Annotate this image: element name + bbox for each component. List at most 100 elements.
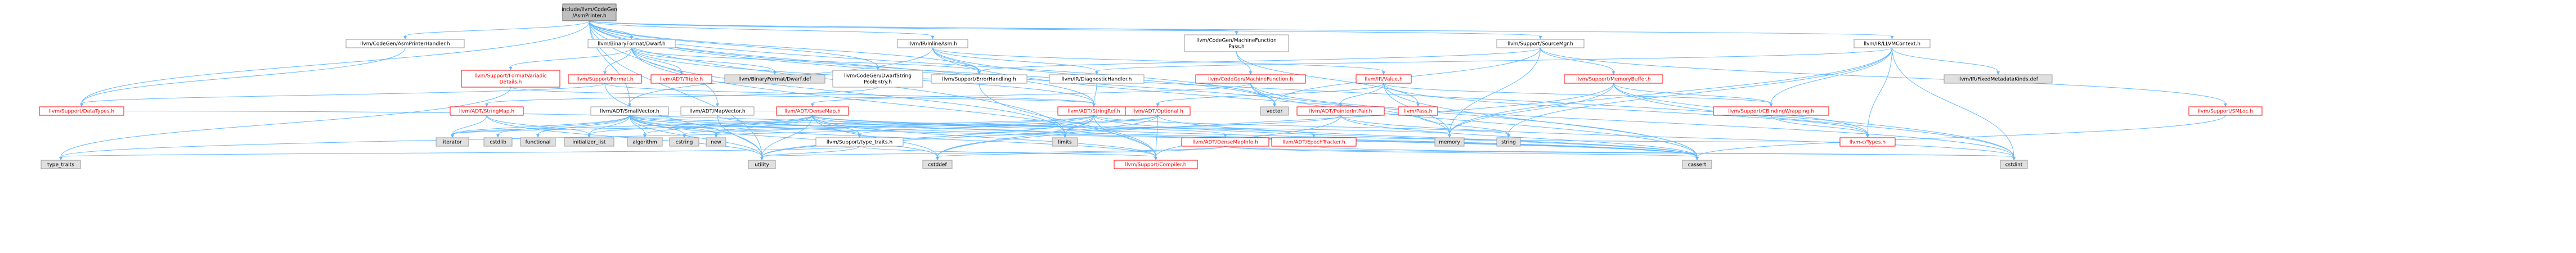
node-label: llvm/ADT/DenseMap.h xyxy=(784,109,841,115)
edge-arrowhead xyxy=(1235,31,1238,35)
node-box xyxy=(1398,106,1438,116)
node-label: initializer_list xyxy=(573,140,606,146)
node-box xyxy=(1496,39,1585,48)
node-diaghandler[interactable]: llvm/IR/DiagnosticHandler.h xyxy=(1049,74,1145,84)
node-datatypes[interactable]: llvm/Support/DataTypes.h xyxy=(39,106,124,116)
edge-value-to-ptrint xyxy=(1340,83,1384,104)
edge-arrowhead xyxy=(1339,103,1343,107)
node-label: llvm/ADT/SmallVector.h xyxy=(600,109,659,115)
edge-arrowhead xyxy=(773,71,777,75)
edge-pass-to-string xyxy=(1417,115,1509,135)
edge-arrowhead xyxy=(1223,134,1227,138)
node-box xyxy=(627,137,663,147)
node-densemap[interactable]: llvm/ADT/DenseMap.h xyxy=(776,106,849,116)
edge-root-to-inlineasm xyxy=(589,20,933,37)
node-mapvector[interactable]: llvm/ADT/MapVector.h xyxy=(680,106,755,116)
node-errh[interactable]: llvm/Support/ErrorHandling.h xyxy=(931,74,1027,84)
node-box xyxy=(450,106,524,116)
node-label: llvm/IR/Value.h xyxy=(1365,77,1402,83)
node-epoch[interactable]: llvm/ADT/EpochTracker.h xyxy=(1271,137,1357,147)
edge-densemap-to-iterator xyxy=(452,115,813,135)
edge-densemap-to-initlist xyxy=(589,115,813,135)
node-label: llvm/CodeGen/MachineFunction.h xyxy=(1208,77,1293,83)
node-llvmctx[interactable]: llvm/IR/LLVMContext.h xyxy=(1854,39,1931,48)
edge-arrowhead xyxy=(1996,71,2000,75)
edge-llvmctx-to-diaghandler xyxy=(1096,47,1892,72)
node-aph[interactable]: llvm/CodeGen/AsmPrinterHandler.h xyxy=(345,39,465,48)
edge-densemap-to-cstddef xyxy=(812,115,938,157)
node-value[interactable]: llvm/IR/Value.h xyxy=(1356,74,1412,84)
edge-arrowhead xyxy=(485,103,488,107)
edge-membuf-to-cstdint xyxy=(1613,83,2014,157)
node-box xyxy=(345,39,465,48)
node-label: llvm/Support/SourceMgr.h xyxy=(1507,42,1573,47)
edge-ptrint-to-cstdint xyxy=(1340,115,2014,157)
node-box xyxy=(897,39,968,48)
node-inlineasm[interactable]: llvm/IR/InlineAsm.h xyxy=(897,39,968,48)
node-membuf[interactable]: llvm/Support/MemoryBuffer.h xyxy=(1564,74,1663,84)
node-ptrint[interactable]: llvm/ADT/PointerIntPair.h xyxy=(1296,106,1385,116)
node-pass[interactable]: llvm/Pass.h xyxy=(1398,106,1438,116)
edge-arrowhead xyxy=(1507,134,1510,138)
node-box xyxy=(1682,160,1712,169)
node-label: llvm/ADT/PointerIntPair.h xyxy=(1309,109,1372,115)
edge-ptrint-to-cassert xyxy=(1340,115,1698,157)
edge-arrowhead xyxy=(1866,134,1869,138)
node-stringref[interactable]: llvm/ADT/StringRef.h xyxy=(1057,106,1130,116)
node-label: llvm-c/Types.h xyxy=(1850,140,1886,146)
edge-arrowhead xyxy=(1092,103,1096,107)
node-label: llvm/ADT/StringRef.h xyxy=(1067,109,1120,115)
node-srcmgr[interactable]: llvm/Support/SourceMgr.h xyxy=(1496,39,1585,48)
node-box xyxy=(832,70,923,88)
edge-arrowhead xyxy=(628,103,631,107)
edge-stringmap-to-initlist xyxy=(486,115,590,135)
edge-inlineasm-to-value xyxy=(932,47,1384,72)
node-label: cstddef xyxy=(928,162,947,168)
edge-densemap-to-typetraitsh xyxy=(812,115,860,135)
node-label: functional xyxy=(526,140,551,146)
node-label: new xyxy=(711,140,721,146)
edge-root-to-aph xyxy=(405,20,590,37)
edge-fmtvar-to-stringref xyxy=(510,87,1094,104)
node-label: vector xyxy=(1267,109,1283,115)
node-smloc[interactable]: llvm/Support/SMLoc.h xyxy=(2188,106,2263,116)
edge-srcmgr-to-errh xyxy=(979,47,1541,72)
edge-stringref-to-type_traits xyxy=(60,115,1094,157)
edge-value-to-cassert xyxy=(1383,83,1698,157)
edge-membuf-to-cstddef xyxy=(937,83,1614,157)
node-optional[interactable]: llvm/ADT/Optional.h xyxy=(1125,106,1191,116)
edge-fmt-to-stringref xyxy=(604,83,1094,104)
edge-arrowhead xyxy=(1448,134,1451,138)
node-box xyxy=(520,137,556,147)
node-smallvec[interactable]: llvm/ADT/SmallVector.h xyxy=(590,106,669,116)
node-label: llvm/IR/DiagnosticHandler.h xyxy=(1062,77,1132,83)
edge-arrowhead xyxy=(714,134,718,138)
edge-value-to-optional xyxy=(1157,83,1384,104)
node-fmt[interactable]: llvm/Support/Format.h xyxy=(568,74,642,84)
node-compiler[interactable]: llvm/Support/Compiler.h xyxy=(1114,160,1198,169)
node-label: llvm/IR/LLVMContext.h xyxy=(1864,42,1920,47)
node-box xyxy=(748,160,776,169)
node-typetraitsh[interactable]: llvm/Support/type_traits.h xyxy=(815,137,904,147)
node-cbinding[interactable]: llvm/Support/CBindingWrapping.h xyxy=(1713,106,1829,116)
node-label: llvm/Pass.h xyxy=(1404,109,1433,115)
edge-root-to-cstdint xyxy=(589,20,2014,157)
node-densemapinfo[interactable]: llvm/ADT/DenseMapInfo.h xyxy=(1181,137,1269,147)
node-box xyxy=(590,106,669,116)
edge-arrowhead xyxy=(1416,103,1420,107)
node-string: string xyxy=(1496,137,1521,147)
node-mfunc[interactable]: llvm/CodeGen/MachineFunction.h xyxy=(1195,74,1306,84)
node-dwarf[interactable]: llvm/BinaryFormat/Dwarf.h xyxy=(587,39,676,48)
edge-arrowhead xyxy=(1154,157,1157,160)
node-stringmap[interactable]: llvm/ADT/StringMap.h xyxy=(450,106,524,116)
node-algorithm: algorithm xyxy=(627,137,663,147)
edge-diaghandler-to-stringref xyxy=(1093,83,1097,104)
node-cstdlib: cstdlib xyxy=(483,137,513,147)
node-ctypes[interactable]: llvm-c/Types.h xyxy=(1839,137,1896,147)
edge-arrowhead xyxy=(2224,103,2227,107)
node-label: llvm/ADT/EpochTracker.h xyxy=(1282,140,1345,146)
node-triple[interactable]: llvm/ADT/Triple.h xyxy=(650,74,712,84)
